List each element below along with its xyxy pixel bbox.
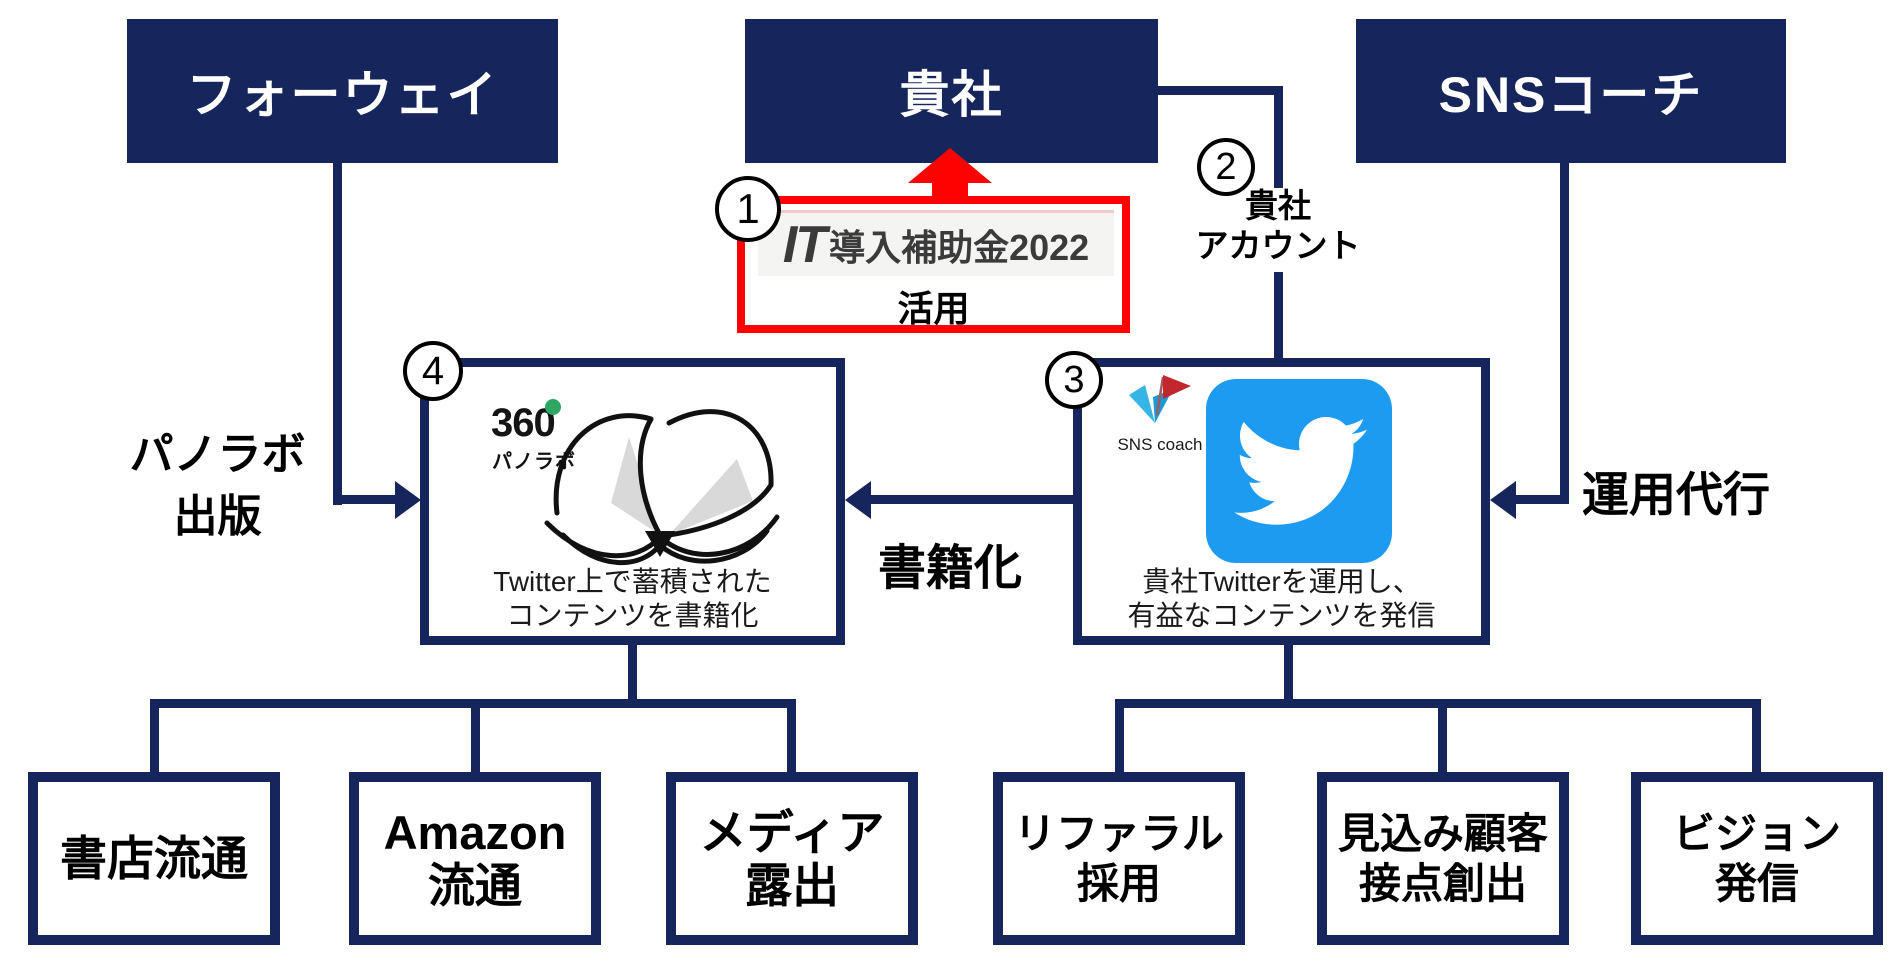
publish-label: パノラボ 出版 <box>100 424 335 548</box>
drop-vision <box>1752 699 1761 774</box>
account-down-connector-upper <box>1274 86 1283 188</box>
twitter-icon <box>1206 379 1392 563</box>
company-box: 貴社 <box>745 19 1158 163</box>
panolab-caption-line2: コンテンツを書籍化 <box>506 600 759 631</box>
forway-box: フォーウェイ <box>127 19 558 163</box>
sns-coach-logo-icon <box>1129 375 1191 423</box>
step-3-badge: 3 <box>1045 351 1103 409</box>
account-label-line1: 貴社 <box>1245 187 1311 224</box>
forway-down-connector <box>333 163 342 505</box>
company-right-connector <box>1158 86 1283 95</box>
subsidy-caption: 活用 <box>897 288 970 329</box>
step-1-number: 1 <box>736 185 760 232</box>
sns-coach-top-box: SNSコーチ <box>1356 19 1786 163</box>
step-3-number: 3 <box>1063 358 1085 401</box>
coach-arrow-shaft <box>1514 495 1569 504</box>
bookize-label: 書籍化 <box>877 542 1022 595</box>
drop-leads <box>1438 699 1447 774</box>
twitter-box-caption-line1: 貴社Twitterを運用し、 <box>1142 566 1421 597</box>
step-2-number: 2 <box>1215 145 1237 188</box>
it-subsidy-logo-name: 導入補助金2022 <box>829 226 1090 268</box>
panolab-logo-360: 360 <box>491 401 556 445</box>
open-book-illustration-icon <box>544 409 780 565</box>
panolab-logo-dot-icon <box>545 399 561 415</box>
drop-media <box>787 699 796 774</box>
media-box: メディア 露出 <box>666 772 918 945</box>
panolab-box: 360 パノラボ Twitter上で蓄積された コンテンツを書籍化 <box>420 358 845 645</box>
leads-box-line1: 見込み顧客 <box>1337 809 1548 857</box>
it-subsidy-logo-it: IT <box>782 215 827 274</box>
coach-down-connector <box>1560 163 1569 504</box>
amazon-box-line1: Amazon <box>383 805 567 859</box>
drop-bookstore <box>150 699 159 774</box>
arrowhead-bookize-icon <box>845 481 871 519</box>
referral-box-line2: 採用 <box>1076 859 1161 907</box>
media-box-line1: メディア <box>699 805 885 859</box>
step-4-number: 4 <box>421 348 445 393</box>
twitter-operation-box: SNS coach 貴社Twitterを運用し、 有益なコンテンツを発信 <box>1073 358 1490 645</box>
panolab-caption-line1: Twitter上で蓄積された <box>493 566 772 597</box>
twitterbox-bottom-stub <box>1284 645 1293 707</box>
drop-amazon <box>471 699 480 774</box>
twitter-box-caption: 貴社Twitterを運用し、 有益なコンテンツを発信 <box>1082 565 1481 633</box>
leads-box-line2: 接点創出 <box>1358 859 1527 907</box>
step-1-badge: 1 <box>715 176 781 242</box>
twitter-bird-icon <box>1234 417 1367 525</box>
drop-referral <box>1115 699 1124 774</box>
step-4-badge: 4 <box>403 341 463 401</box>
vision-box: ビジョン 発信 <box>1631 772 1883 945</box>
media-box-line2: 露出 <box>745 858 839 912</box>
arrowhead-into-twitterbox-icon <box>1490 481 1516 519</box>
vision-box-line2: 発信 <box>1714 859 1799 907</box>
referral-box-line1: リファラル <box>1013 809 1224 857</box>
amazon-box-line2: 流通 <box>428 858 522 912</box>
panolab-logo-name: パノラボ <box>492 451 576 473</box>
arrowhead-into-panolab-icon <box>395 481 421 519</box>
amazon-box: Amazon 流通 <box>349 772 601 945</box>
account-down-connector-lower <box>1274 272 1283 358</box>
bookstore-box: 書店流通 <box>28 772 280 945</box>
publish-label-line2: 出版 <box>173 492 262 541</box>
leads-box: 見込み顧客 接点創出 <box>1317 772 1569 945</box>
twitter-box-caption-line2: 有益なコンテンツを発信 <box>1127 600 1436 631</box>
agency-label: 運用代行 <box>1582 468 1770 521</box>
company-label: 貴社 <box>899 67 1004 123</box>
forway-label: フォーウェイ <box>186 67 499 123</box>
panolab-caption: Twitter上で蓄積された コンテンツを書籍化 <box>429 565 836 633</box>
sns-coach-top-label: SNSコーチ <box>1438 67 1704 123</box>
it-subsidy-logo: IT 導入補助金2022 <box>758 210 1114 276</box>
forway-arrow-shaft <box>333 495 399 504</box>
step-2-badge: 2 <box>1197 138 1255 196</box>
referral-box: リファラル 採用 <box>993 772 1245 945</box>
panolab-bottom-stub <box>628 645 637 707</box>
vision-box-line1: ビジョン <box>1672 809 1841 857</box>
publish-label-line1: パノラボ <box>129 430 306 479</box>
account-label: 貴社 アカウント <box>1188 186 1368 266</box>
subsidy-up-arrow-icon <box>908 148 992 205</box>
account-label-line2: アカウント <box>1195 227 1361 264</box>
bookize-arrow-shaft <box>867 495 1078 504</box>
bookstore-box-line1: 書店流通 <box>60 832 248 885</box>
sns-coach-logo-text: SNS coach <box>1117 435 1203 454</box>
